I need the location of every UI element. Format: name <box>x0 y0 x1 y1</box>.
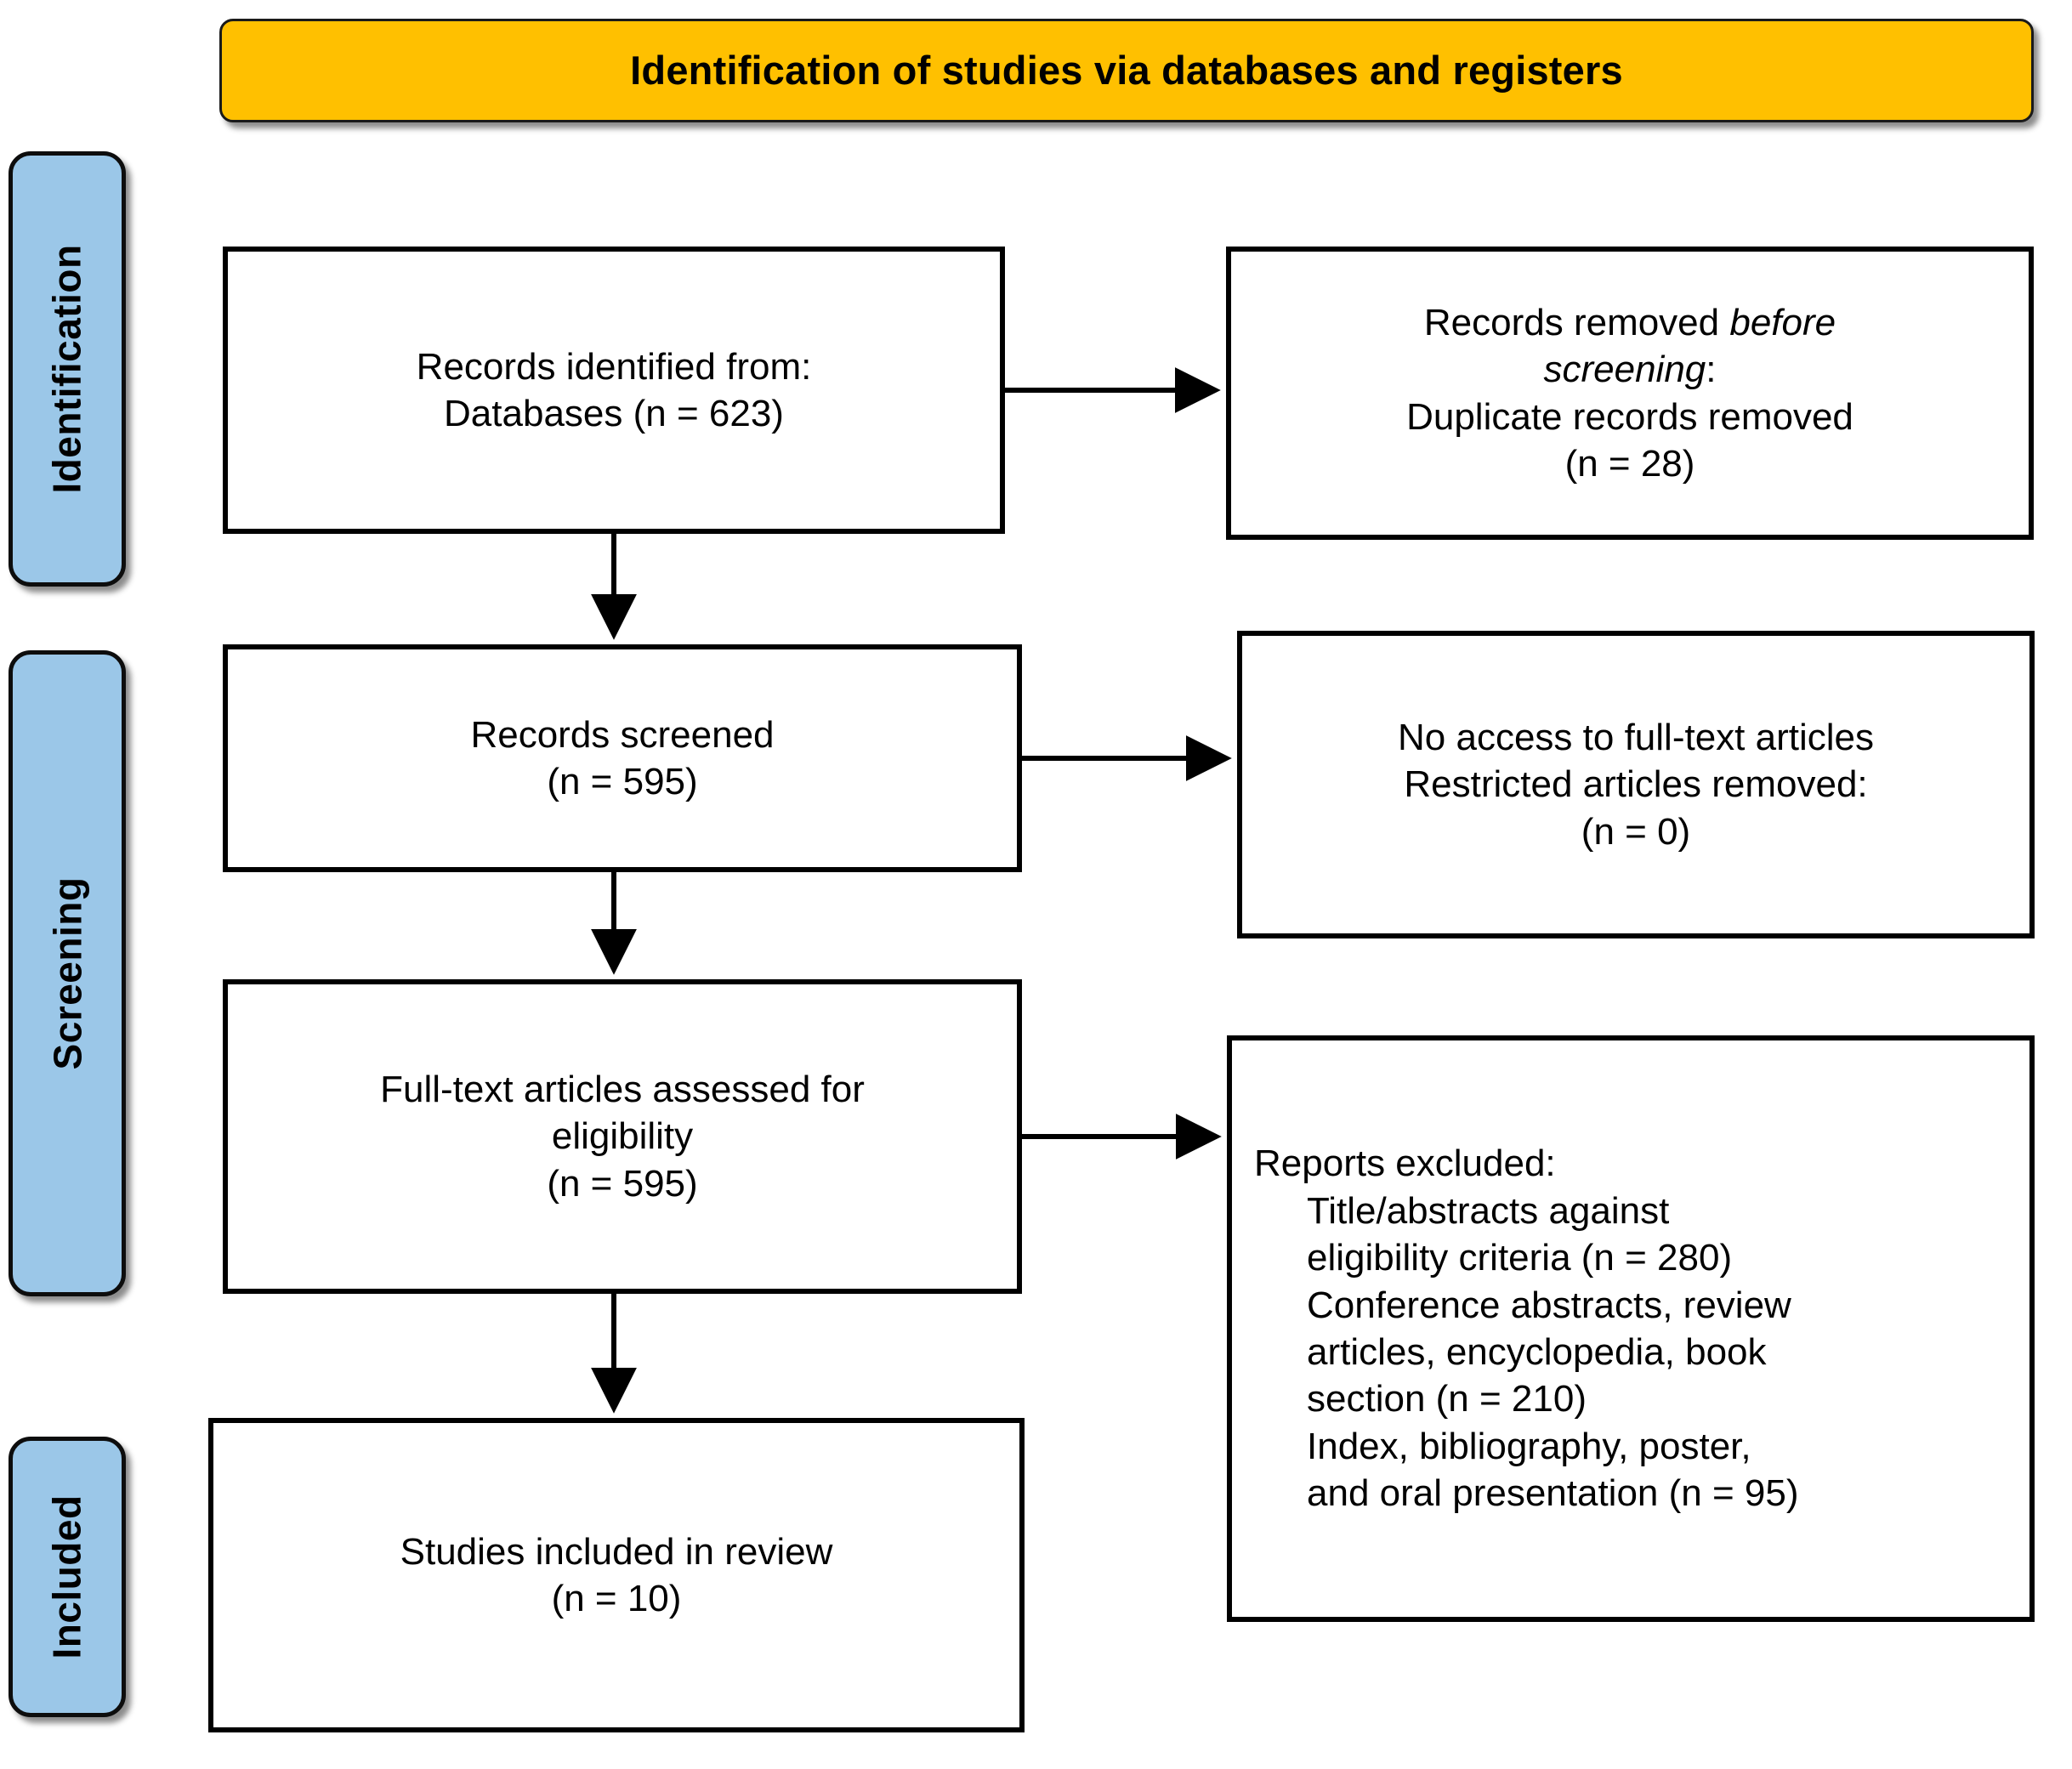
fulltext-line-3: (n = 595) <box>547 1162 698 1205</box>
diagram-header-banner: Identification of studies via databases … <box>219 19 2034 122</box>
stage-tab-screening: Screening <box>9 650 126 1296</box>
reports-excluded-reason-2-line-2: articles, encyclopedia, book <box>1307 1331 1767 1373</box>
stage-label-identification: Identification <box>45 244 90 494</box>
records-identified-line-1: Records identified from: <box>416 345 812 388</box>
reports-excluded-reason-3-line-2: and oral presentation (n = 95) <box>1307 1472 1799 1515</box>
records-screened-line-2: (n = 595) <box>547 761 698 802</box>
box-fulltext-assessed: Full-text articles assessed for eligibil… <box>223 979 1022 1294</box>
no-access-line-1: No access to full-text articles <box>1398 716 1874 758</box>
box-reports-excluded: Reports excluded: Title/abstracts agains… <box>1227 1035 2035 1622</box>
records-screened-line-1: Records screened <box>470 713 775 756</box>
records-removed-line-2: screening: <box>1543 349 1717 391</box>
box-records-identified: Records identified from: Databases (n = … <box>223 247 1005 534</box>
box-no-access-restricted-removed: No access to full-text articles Restrict… <box>1237 631 2035 938</box>
no-access-line-2: Restricted articles removed: <box>1404 763 1868 806</box>
records-removed-line-4: (n = 28) <box>1564 442 1695 485</box>
reports-excluded-reason-1-line-2: eligibility criteria (n = 280) <box>1307 1237 1733 1279</box>
diagram-title: Identification of studies via databases … <box>630 48 1623 94</box>
box-records-removed-before-screening: Records removed before screening: Duplic… <box>1226 247 2034 540</box>
box-studies-included: Studies included in review (n = 10) <box>208 1418 1025 1732</box>
reports-excluded-reason-1-line-1: Title/abstracts against <box>1307 1189 1670 1232</box>
stage-tab-identification: Identification <box>9 151 126 587</box>
reports-excluded-reason-2-line-3: section (n = 210) <box>1307 1378 1587 1420</box>
studies-included-line-1: Studies included in review <box>400 1530 833 1573</box>
studies-included-line-2: (n = 10) <box>551 1578 682 1619</box>
fulltext-line-1: Full-text articles assessed for <box>380 1068 865 1110</box>
stage-tab-included: Included <box>9 1437 126 1717</box>
fulltext-line-2: eligibility <box>551 1115 694 1158</box>
box-records-screened: Records screened (n = 595) <box>223 644 1022 872</box>
no-access-line-3: (n = 0) <box>1581 810 1691 853</box>
records-identified-line-2: Databases (n = 623) <box>444 393 784 434</box>
stage-label-screening: Screening <box>45 876 90 1070</box>
reports-excluded-reason-3-line-1: Index, bibliography, poster, <box>1307 1425 1751 1467</box>
records-removed-line-1: Records removed before <box>1423 301 1836 343</box>
records-removed-line-3: Duplicate records removed <box>1406 395 1853 438</box>
reports-excluded-heading: Reports excluded: <box>1254 1142 1556 1185</box>
reports-excluded-reason-2-line-1: Conference abstracts, review <box>1307 1284 1791 1326</box>
stage-label-included: Included <box>45 1494 89 1659</box>
